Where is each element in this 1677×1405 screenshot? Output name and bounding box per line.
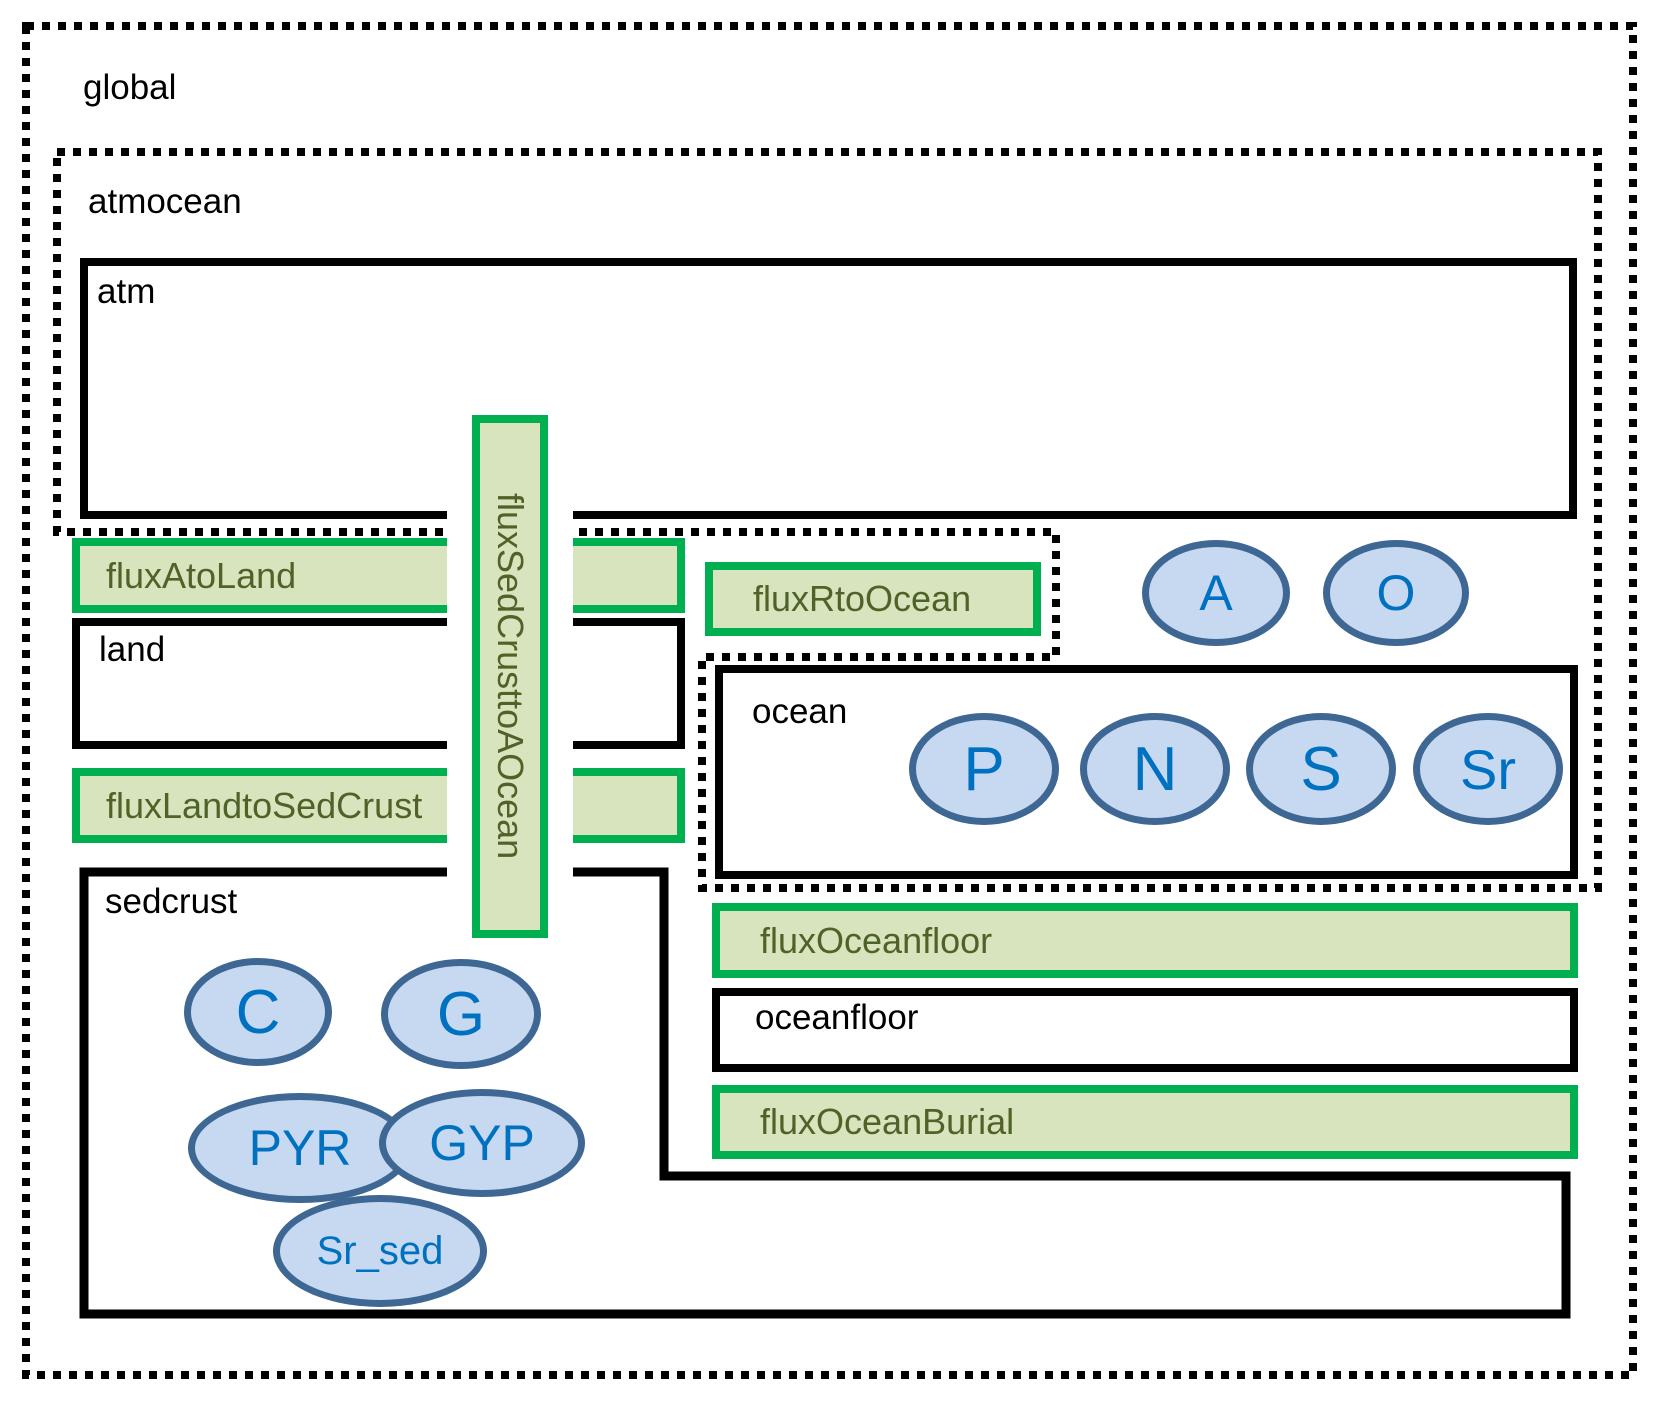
species-gyp[interactable]: GYP	[379, 1089, 585, 1197]
species-p[interactable]: P	[909, 713, 1059, 825]
species-n-label: N	[1132, 734, 1178, 804]
flux-oceanburial-box[interactable]: fluxOceanBurial	[712, 1085, 1578, 1159]
flux-oceanfloor-label: fluxOceanfloor	[760, 919, 993, 961]
atmocean-label: atmocean	[88, 182, 242, 221]
flux-rtoocean-box[interactable]: fluxRtoOcean	[705, 562, 1041, 636]
global-container-border[interactable]	[22, 22, 1637, 1379]
species-s-label: S	[1300, 734, 1342, 804]
species-o-label: O	[1376, 565, 1416, 621]
flux-oceanfloor-box[interactable]: fluxOceanfloor	[712, 903, 1578, 978]
atm-label: atm	[97, 272, 156, 311]
species-a-label: A	[1199, 565, 1233, 621]
global-label: global	[83, 68, 177, 107]
oceanfloor-label: oceanfloor	[755, 998, 919, 1037]
species-s[interactable]: S	[1246, 713, 1396, 825]
flux-landtosedcrust-box[interactable]: fluxLandtoSedCrust	[72, 768, 685, 843]
atm-container[interactable]	[80, 258, 1577, 519]
flux-atoland-label: fluxAtoLand	[106, 554, 297, 596]
flux-rtoocean-label: fluxRtoOcean	[753, 578, 972, 619]
ocean-label: ocean	[752, 692, 848, 731]
species-sr-sed-label: Sr_sed	[316, 1228, 444, 1273]
flux-sedcrusttoaocean-label: fluxSedCrusttoAOcean	[490, 493, 531, 860]
atmocean-container-border[interactable]	[53, 148, 1602, 892]
sedcrust-label: sedcrust	[105, 882, 238, 921]
species-pyr[interactable]: PYR	[188, 1093, 412, 1203]
species-pyr-label: PYR	[248, 1120, 352, 1176]
species-c-label: C	[235, 977, 281, 1047]
species-sr[interactable]: Sr	[1413, 713, 1563, 825]
species-n[interactable]: N	[1080, 713, 1230, 825]
species-o[interactable]: O	[1323, 540, 1469, 646]
oceanfloor-container[interactable]	[712, 988, 1578, 1072]
flux-landtosedcrust-label: fluxLandtoSedCrust	[106, 784, 423, 826]
species-a[interactable]: A	[1142, 540, 1290, 646]
flux-sedcrusttoaocean-box[interactable]: fluxSedCrusttoAOcean	[472, 415, 548, 938]
species-sr-sed[interactable]: Sr_sed	[273, 1195, 487, 1307]
land-container[interactable]	[72, 618, 685, 749]
land-label: land	[99, 630, 166, 669]
flux-oceanburial-label: fluxOceanBurial	[760, 1101, 1015, 1142]
species-g-label: G	[436, 979, 486, 1049]
species-sr-label: Sr	[1460, 737, 1516, 801]
species-p-label: P	[963, 734, 1005, 804]
species-gyp-label: GYP	[429, 1115, 535, 1171]
species-g[interactable]: G	[381, 959, 541, 1069]
species-c[interactable]: C	[184, 958, 332, 1066]
flux-atoland-box[interactable]: fluxAtoLand	[72, 538, 685, 613]
